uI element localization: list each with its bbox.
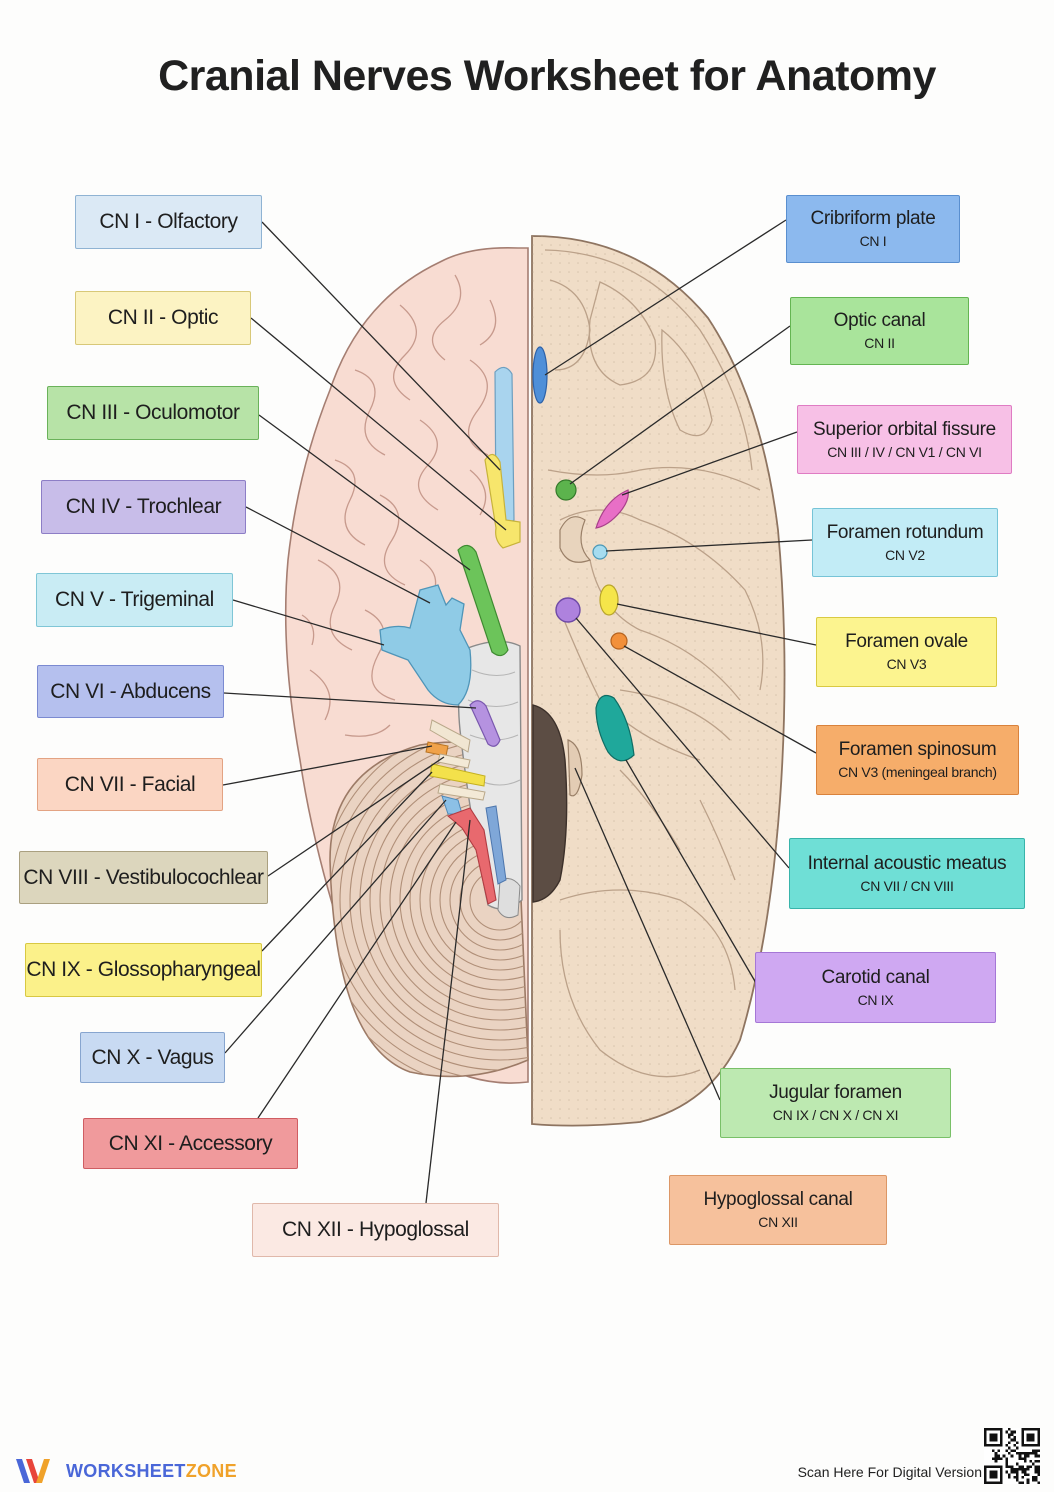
foramen-nerves: CN V3 (meningeal branch) xyxy=(838,764,997,780)
nerve-label-cn-viii: CN VIII - Vestibulocochlear xyxy=(19,851,268,904)
foramen-label-hypoglossal-canal: Hypoglossal canal CN XII xyxy=(669,1175,887,1245)
facial-vestibulocochlear-nerves xyxy=(429,719,471,753)
optic-canal-marker xyxy=(555,479,577,501)
foramen-name: Superior orbital fissure xyxy=(813,418,996,440)
nerve-label-cn-ix: CN IX - Glossopharyngeal xyxy=(25,943,262,997)
foramen-name: Foramen spinosum xyxy=(838,739,997,760)
nerve-label-cn-vii: CN VII - Facial xyxy=(37,758,223,811)
foramen-label-jugular-foramen: Jugular foramen CN IX / CN X / CN XI xyxy=(720,1068,951,1138)
foramen-label-superior-orbital-fissure: Superior orbital fissure CN III / IV / C… xyxy=(797,405,1012,474)
foramen-nerves: CN I xyxy=(859,233,887,249)
foramen-label-foramen-rotundum: Foramen rotundum CN V2 xyxy=(812,508,998,577)
foramen-nerves: CN XII xyxy=(758,1214,798,1230)
nerve-label-cn-iii: CN III - Oculomotor xyxy=(47,386,259,440)
glossopharyngeal-nerve xyxy=(429,763,486,787)
foramen-nerves: CN V2 xyxy=(885,546,925,563)
foramen-label-carotid-canal: Carotid canal CN IX xyxy=(755,952,996,1023)
nerve-label-cn-xi: CN XI - Accessory xyxy=(83,1118,298,1169)
scan-text: Scan Here For Digital Version xyxy=(797,1464,982,1480)
foramen-magnum xyxy=(532,704,568,903)
foramen-nerves: CN IX / CN X / CN XI xyxy=(772,1107,899,1123)
nerve-label-cn-vi: CN VI - Abducens xyxy=(37,665,224,718)
nerve-label-cn-ii: CN II - Optic xyxy=(75,291,251,345)
brand-name: WORKSHEETZONE xyxy=(66,1460,237,1481)
page-title: Cranial Nerves Worksheet for Anatomy xyxy=(158,52,936,100)
nerve-label-cn-iv: CN IV - Trochlear xyxy=(41,480,246,534)
accessory-nerve xyxy=(446,807,497,905)
internal-acoustic-meatus-marker xyxy=(555,597,581,623)
foramen-spinosum-marker xyxy=(610,632,628,650)
foramen-ovale-marker xyxy=(599,584,619,616)
foramen-rotundum-marker xyxy=(592,544,608,560)
nerve-label-cn-v: CN V - Trigeminal xyxy=(36,573,233,627)
abducens-nerve xyxy=(469,700,501,747)
foramen-nerves: CN IX xyxy=(857,991,894,1008)
foramen-nerves: CN III / IV / CN V1 / CN VI xyxy=(827,443,982,460)
foramen-name: Optic canal xyxy=(833,310,926,331)
optic-nerve xyxy=(484,453,521,549)
brand-w-icon xyxy=(16,1459,50,1483)
foramen-name: Foramen ovale xyxy=(845,631,968,652)
foramen-label-internal-acoustic-meatus: Internal acoustic meatus CN VII / CN VII… xyxy=(789,838,1025,909)
carotid-canal-marker xyxy=(595,695,635,762)
foramen-label-optic-canal: Optic canal CN II xyxy=(790,297,969,365)
qr-code-icon[interactable] xyxy=(984,1428,1040,1484)
foramen-label-cribriform-plate: Cribriform plate CN I xyxy=(786,195,960,263)
foramen-nerves: CN II xyxy=(864,335,895,351)
brand-logo[interactable]: WORKSHEETZONE xyxy=(14,1454,237,1488)
foramen-name: Foramen rotundum xyxy=(826,521,984,543)
foramen-name: Hypoglossal canal xyxy=(703,1189,853,1210)
foramen-nerves: CN VII / CN VIII xyxy=(860,877,954,894)
oculomotor-nerve xyxy=(457,544,509,657)
foramen-label-foramen-ovale: Foramen ovale CN V3 xyxy=(816,617,997,687)
hypoglossal-nerve xyxy=(485,805,507,885)
foramen-name: Carotid canal xyxy=(821,966,930,988)
nerve-label-cn-i: CN I - Olfactory xyxy=(75,195,262,249)
cribriform-plate-marker xyxy=(532,346,548,404)
nerve-label-cn-xii: CN XII - Hypoglossal xyxy=(252,1203,499,1257)
foramen-nerves: CN V3 xyxy=(886,656,927,672)
superior-orbital-fissure-marker xyxy=(595,489,629,529)
leader-lines xyxy=(222,219,817,1204)
trigeminal-nerve xyxy=(379,584,472,706)
nerve-label-cn-x: CN X - Vagus xyxy=(80,1032,225,1083)
foramen-name: Cribriform plate xyxy=(810,208,936,229)
foramen-name: Internal acoustic meatus xyxy=(807,852,1007,874)
foramen-label-foramen-spinosum: Foramen spinosum CN V3 (meningeal branch… xyxy=(816,725,1019,795)
foramen-name: Jugular foramen xyxy=(769,1082,902,1103)
